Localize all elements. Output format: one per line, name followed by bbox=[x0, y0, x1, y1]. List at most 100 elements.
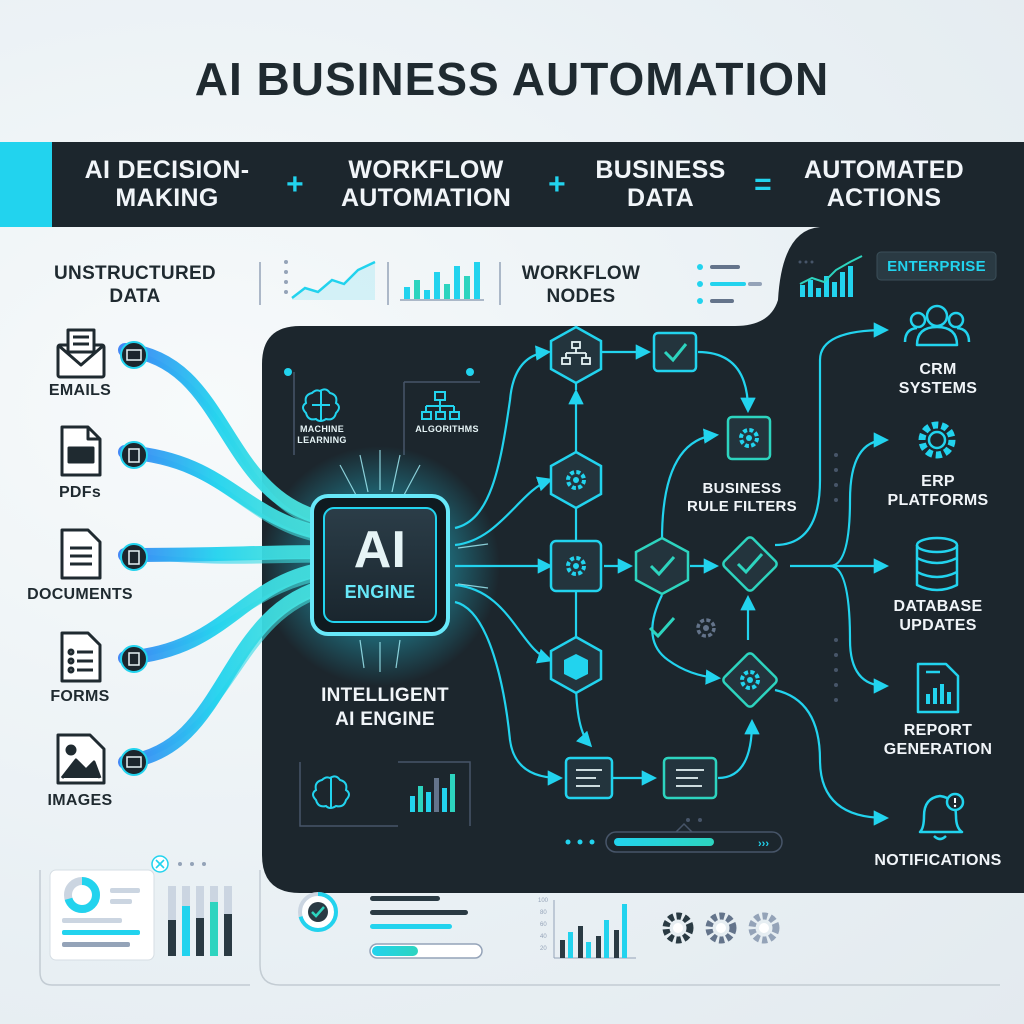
enterprise-badge-bg bbox=[876, 251, 997, 281]
workflow-legend-list bbox=[697, 264, 762, 304]
enterprise-trend-chart bbox=[798, 255, 863, 297]
loose-gear-icon bbox=[696, 618, 716, 638]
input-type-badges bbox=[120, 341, 148, 776]
crm-line1: CRM bbox=[919, 361, 957, 378]
top-mini-charts bbox=[259, 255, 863, 305]
workflow-node-list-2 bbox=[662, 756, 718, 800]
equation-term-1-line2: MAKING bbox=[115, 184, 219, 212]
equation-term-1: AI DECISION- MAKING bbox=[62, 156, 272, 212]
axis-bar-chart: 100 80 60 40 20 bbox=[538, 898, 636, 959]
svg-text:40: 40 bbox=[540, 934, 547, 940]
workflow-node-list-1 bbox=[564, 756, 614, 800]
trend-line-chart bbox=[291, 260, 376, 299]
envelope-icon bbox=[56, 328, 106, 379]
input-label-pdfs: PDFs bbox=[58, 484, 102, 501]
workflow-node-gear-2 bbox=[549, 539, 603, 593]
progress-track: ››› bbox=[565, 822, 783, 853]
svg-text:80: 80 bbox=[540, 910, 547, 916]
rule-filter-diamond-check bbox=[722, 536, 778, 592]
svg-text:60: 60 bbox=[540, 922, 547, 928]
machine-learning-label: MACHINE LEARNING bbox=[280, 424, 364, 446]
bell-alert-icon bbox=[918, 792, 965, 841]
database-icon bbox=[915, 536, 959, 592]
output-label-notifications: NOTIFICATIONS bbox=[874, 852, 1002, 869]
business-rule-filters-label: BUSINESS RULE FILTERS bbox=[672, 480, 812, 516]
filters-label-line2: RULE FILTERS bbox=[687, 498, 797, 515]
equation-term-4: AUTOMATED ACTIONS bbox=[784, 156, 984, 212]
bottom-dashboard: 100 80 60 40 20 bbox=[39, 855, 1000, 986]
report-line2: GENERATION bbox=[883, 741, 993, 758]
ml-label-line1: MACHINE bbox=[299, 424, 345, 434]
svg-text:›››: ››› bbox=[758, 838, 769, 850]
input-label-documents: DOCUMENTS bbox=[27, 586, 133, 603]
equation-term-4-line1: AUTOMATED bbox=[803, 156, 965, 184]
workflow-node-gear-1 bbox=[549, 450, 603, 510]
stacked-bars bbox=[168, 886, 232, 956]
unstructured-heading-line2: DATA bbox=[109, 286, 161, 307]
equation-equals: = bbox=[754, 168, 772, 201]
equation-term-2-line1: WORKFLOW bbox=[348, 156, 504, 184]
output-label-report: REPORT GENERATION bbox=[868, 721, 1008, 759]
engine-subpanels bbox=[284, 368, 480, 455]
enterprise-badge: ENTERPRISE bbox=[887, 258, 986, 275]
document-icon bbox=[60, 528, 102, 580]
algorithms-label: ALGORITHMS bbox=[415, 424, 479, 434]
brain-icon bbox=[302, 388, 340, 422]
ai-engine-core bbox=[260, 446, 500, 686]
report-icon bbox=[916, 662, 960, 714]
form-icon bbox=[60, 631, 102, 683]
unstructured-data-heading: UNSTRUCTURED DATA bbox=[40, 262, 230, 308]
workflow-nodes-heading: WORKFLOW NODES bbox=[516, 262, 646, 308]
ai-engine-core-big: AI bbox=[353, 521, 407, 579]
crm-line2: SYSTEMS bbox=[898, 380, 978, 397]
ml-label-line2: LEARNING bbox=[297, 435, 347, 445]
brain-icon-small bbox=[312, 775, 350, 809]
hierarchy-icon bbox=[421, 391, 460, 420]
equation-term-4-line2: ACTIONS bbox=[826, 184, 942, 212]
input-label-forms: FORMS bbox=[50, 688, 110, 705]
analytics-bars bbox=[410, 774, 455, 812]
workflow-node-check-top bbox=[652, 331, 698, 373]
loose-check-icon bbox=[648, 617, 676, 639]
users-icon bbox=[903, 304, 971, 347]
mini-bar-chart bbox=[400, 262, 484, 301]
image-icon bbox=[56, 733, 106, 785]
donut-chart bbox=[49, 869, 155, 961]
workflow-nodes bbox=[549, 325, 778, 800]
workflow-heading-line1: WORKFLOW bbox=[521, 263, 641, 284]
status-widget bbox=[298, 892, 483, 959]
input-icons bbox=[56, 328, 106, 785]
rule-filter-hex-check bbox=[634, 536, 690, 596]
input-label-emails: EMAILS bbox=[48, 382, 112, 399]
workflow-node-hierarchy bbox=[549, 325, 603, 385]
gear-cluster bbox=[662, 912, 780, 944]
output-label-erp: ERP PLATFORMS bbox=[868, 472, 1008, 510]
equation-plus-1: + bbox=[286, 168, 304, 201]
output-label-database: DATABASE UPDATES bbox=[868, 597, 1008, 635]
equation-term-2-line2: AUTOMATION bbox=[340, 184, 512, 212]
report-line1: REPORT bbox=[903, 722, 973, 739]
intelligent-engine-caption: INTELLIGENT AI ENGINE bbox=[300, 684, 470, 732]
filters-label-line1: BUSINESS bbox=[702, 480, 782, 497]
engine-caption-line1: INTELLIGENT bbox=[321, 685, 449, 706]
equation-plus-2: + bbox=[548, 168, 566, 201]
equation-term-3: BUSINESS DATA bbox=[578, 156, 743, 212]
svg-text:100: 100 bbox=[538, 898, 549, 904]
engine-caption-line2: AI ENGINE bbox=[335, 709, 435, 730]
database-line1: DATABASE bbox=[893, 598, 983, 615]
equation-term-3-line1: BUSINESS bbox=[595, 156, 726, 184]
input-label-images: IMAGES bbox=[47, 792, 113, 809]
pdf-file-icon bbox=[60, 425, 102, 477]
equation-term-2: WORKFLOW AUTOMATION bbox=[316, 156, 536, 212]
svg-text:20: 20 bbox=[540, 946, 547, 952]
output-label-crm: CRM SYSTEMS bbox=[878, 360, 998, 398]
output-icons bbox=[903, 304, 971, 841]
equation-banner bbox=[0, 142, 1024, 227]
workflow-node-cube bbox=[549, 635, 603, 695]
equation-term-1-line1: AI DECISION- bbox=[84, 156, 250, 184]
gear-icon bbox=[918, 421, 956, 459]
page-title: AI BUSINESS AUTOMATION bbox=[194, 53, 830, 105]
equation-term-3-line2: DATA bbox=[627, 184, 694, 212]
